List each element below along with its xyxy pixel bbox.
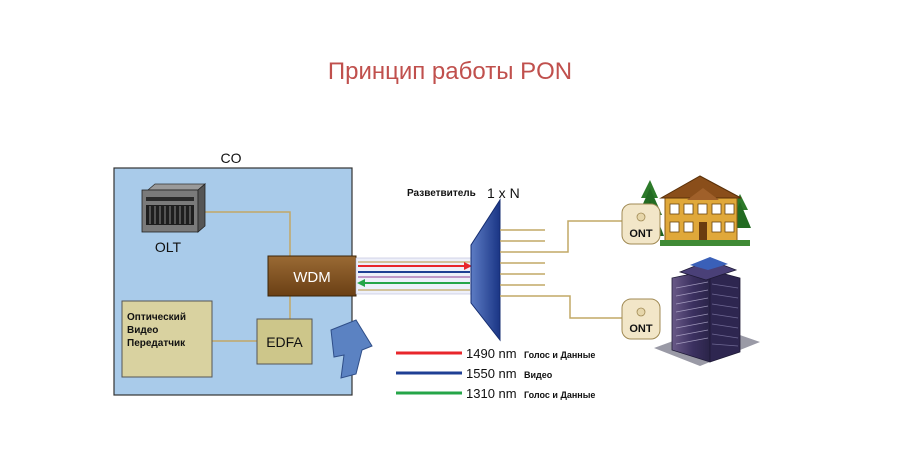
ont-device-home [621,203,661,245]
transmitter-line-1: Оптический [127,312,186,323]
amplify-arrow-icon [330,319,373,379]
office-building-icon [654,257,760,366]
distribution-fibers [500,220,624,319]
page-title: Принцип работы PON [327,58,573,85]
ont-label-home: ONT [629,228,653,240]
splitter-shape [470,198,501,342]
edfa-label: EDFA [266,334,303,350]
transmitter-line-2: Видео [127,325,158,336]
olt-label: OLT [155,239,182,255]
splitter-ratio: 1 x N [487,185,520,201]
wdm-label: WDM [293,269,331,286]
legend-desc-1550: Видео [524,370,553,380]
trunk-fiber-bundle [355,257,473,295]
wavelength-legend: 1490 nm Голос и Данные 1550 nm Видео 131… [396,346,595,401]
splitter-label: Разветвитель [407,188,476,199]
video-transmitter-box [121,300,213,378]
legend-desc-1310: Голос и Данные [524,390,595,400]
house-icon [636,175,751,246]
co-internal-fibers [205,211,291,342]
ont-device-office [621,298,661,340]
transmitter-line-3: Передатчик [127,338,186,349]
central-office-label: CO [221,150,242,166]
legend-desc-1490: Голос и Данные [524,350,595,360]
legend-wavelength-1310: 1310 nm [466,386,517,401]
svg-text:Оптический Видео Перед: Оптический Видео Передатчик [127,312,189,349]
olt-device-icon [141,183,207,233]
legend-wavelength-1550: 1550 nm [466,366,517,381]
edfa-box [256,318,313,365]
ont-label-office: ONT [629,323,653,335]
legend-wavelength-1490: 1490 nm [466,346,517,361]
